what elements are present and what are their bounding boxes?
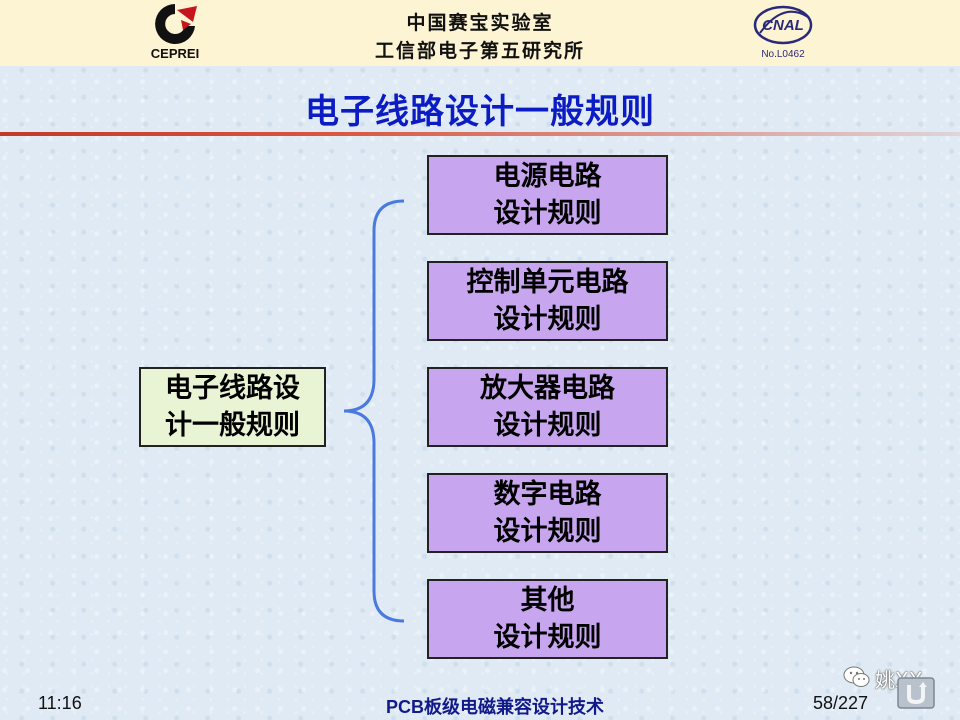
footer-time: 11:16 xyxy=(38,693,82,713)
child-node-line2: 设计规则 xyxy=(493,410,602,441)
child-node-line1: 其他 xyxy=(520,585,575,616)
footer-page-number: 58/227 xyxy=(813,693,869,713)
child-node-line1: 数字电路 xyxy=(493,479,602,510)
child-node-line2: 设计规则 xyxy=(493,622,602,653)
header-band: CEPREI 中国赛宝实验室 工信部电子第五研究所 CNAL No.L0462 xyxy=(0,0,960,66)
child-node-line1: 放大器电路 xyxy=(480,373,615,404)
child-node-line1: 电源电路 xyxy=(493,161,602,192)
child-node-line2: 设计规则 xyxy=(493,516,602,547)
child-node-line2: 设计规则 xyxy=(493,198,602,229)
child-node-other: 其他 设计规则 xyxy=(427,579,668,659)
return-nav-icon[interactable] xyxy=(897,677,935,709)
cepre-logo: CEPREI xyxy=(140,2,210,64)
child-node-control: 控制单元电路 设计规则 xyxy=(427,261,668,341)
curly-brace-connector xyxy=(343,199,405,623)
footer-course-title: PCB板级电磁兼容设计技术 xyxy=(385,697,604,717)
title-divider xyxy=(0,132,960,136)
org-name-line2: 工信部电子第五研究所 xyxy=(374,40,585,62)
slide-title: 电子线路设计一般规则 xyxy=(305,92,655,132)
root-node-line2: 计一般规则 xyxy=(165,410,300,441)
cepre-logo-text: CEPREI xyxy=(150,46,200,61)
org-name-line1: 中国赛宝实验室 xyxy=(406,12,554,34)
cnal-logo-icon: CNAL xyxy=(753,5,813,45)
child-node-line1: 控制单元电路 xyxy=(466,267,629,298)
cnal-logo-mark-text: CNAL xyxy=(762,17,804,34)
child-node-amplifier: 放大器电路 设计规则 xyxy=(427,367,668,447)
cnal-logo: CNAL No.L0462 xyxy=(748,3,818,63)
child-node-power: 电源电路 设计规则 xyxy=(427,155,668,235)
root-node-line1: 电子线路设 xyxy=(165,373,300,404)
root-node: 电子线路设 计一般规则 xyxy=(139,367,326,447)
child-node-digital: 数字电路 设计规则 xyxy=(427,473,668,553)
wechat-icon xyxy=(843,666,870,687)
cnal-logo-text: No.L0462 xyxy=(761,49,805,60)
cepre-logo-icon xyxy=(155,4,197,44)
child-node-line2: 设计规则 xyxy=(493,304,602,335)
